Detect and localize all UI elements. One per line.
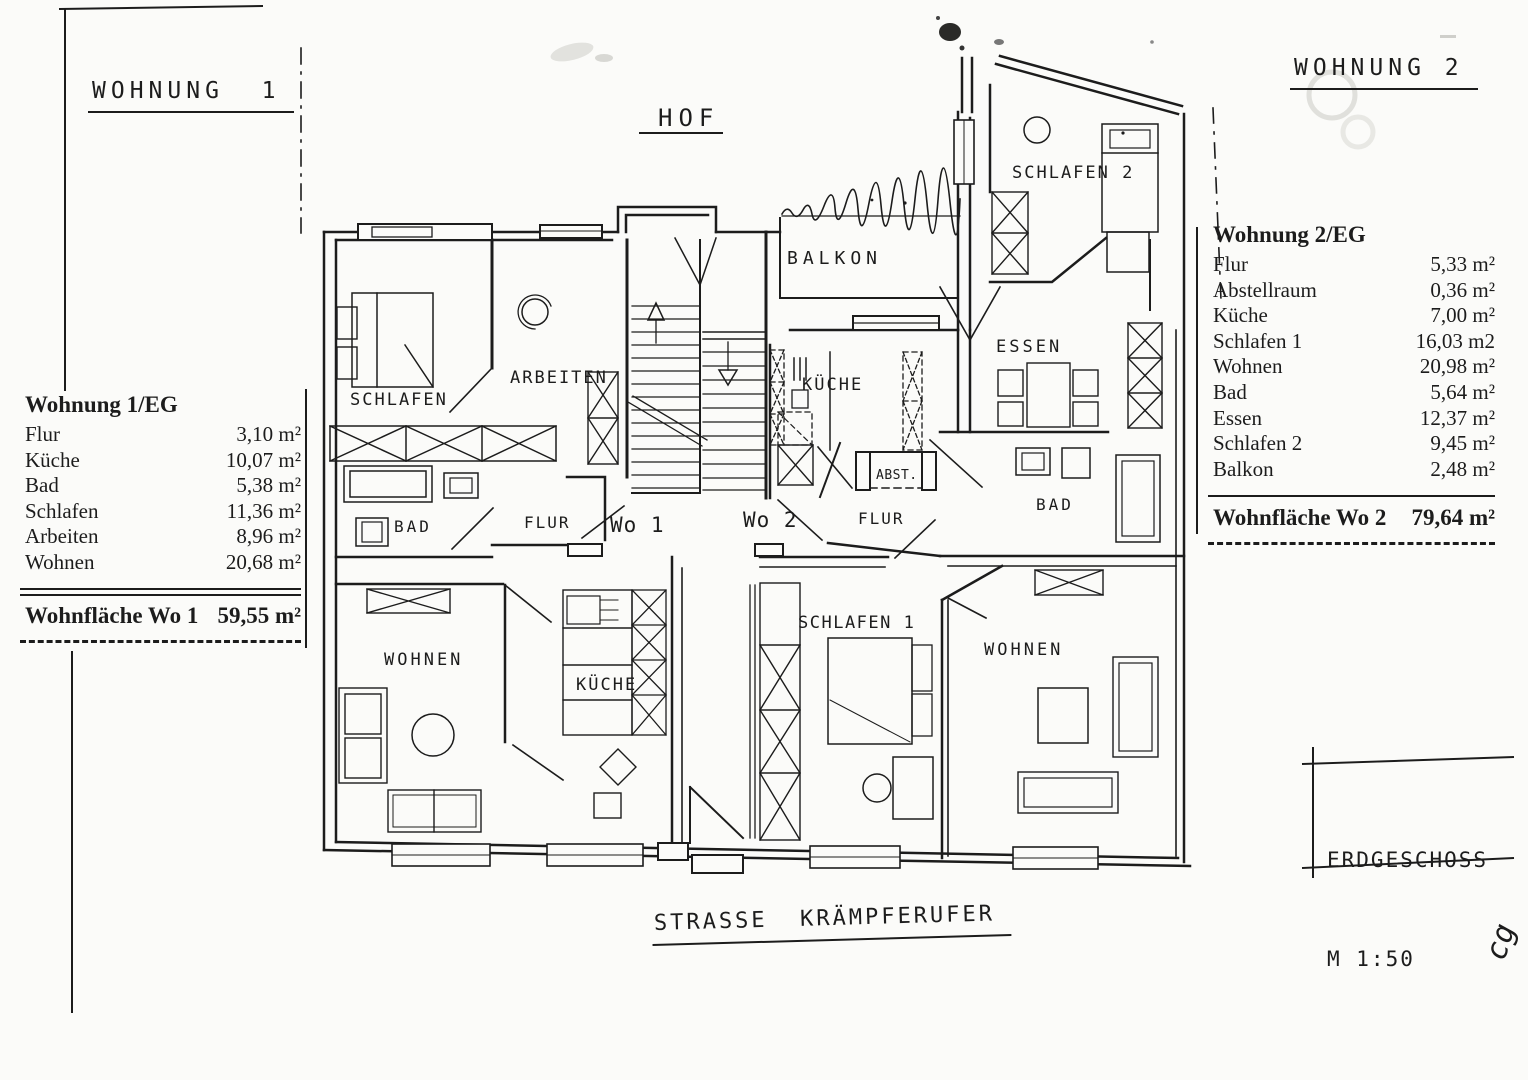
wohnung2-heading: WOHNUNG 2	[1290, 55, 1478, 90]
bed-schlafen1	[827, 637, 933, 745]
label-bad-w1: BAD	[394, 517, 432, 536]
w2-bad-room	[928, 438, 1161, 543]
label-wohnen-w1: WOHNEN	[384, 650, 463, 670]
single-rule	[1208, 495, 1495, 498]
label-wohnen-w2: WOHNEN	[984, 640, 1063, 660]
w2-total-row: Wohnfläche Wo 2 79,64 m²	[1213, 505, 1495, 531]
label-schlafen-w1: SCHLAFEN	[350, 390, 448, 410]
table-schlafen2	[1023, 116, 1051, 144]
kitchen-shaft-w2	[769, 349, 785, 446]
w2-kueche-room	[768, 315, 960, 500]
w1-wohnen-room	[338, 583, 553, 833]
double-rule	[20, 587, 301, 596]
bottom-windows	[391, 843, 1099, 870]
sideboard-wohnen-w2	[1017, 771, 1119, 814]
wohnung1-heading: WOHNUNG 1	[88, 78, 295, 113]
label-bad-w2: BAD	[1036, 495, 1074, 514]
w2-schlafen1-room	[758, 518, 937, 841]
titleblock-floor: ERDGESCHOSS	[1327, 848, 1489, 872]
page-border-lines	[58, 4, 1222, 1013]
label-abst: ABST.	[876, 468, 918, 483]
balcony-outline	[779, 131, 1125, 299]
label-essen: ESSEN	[996, 337, 1062, 357]
w2-wohnen-room	[938, 554, 1186, 860]
bed-w1	[351, 292, 435, 389]
wardrobe-arbeiten	[587, 371, 619, 465]
kitchen-cabinets-hatched-w1	[631, 589, 667, 736]
sofa-w1	[338, 687, 388, 784]
label-wo2: Wo 2	[743, 508, 798, 532]
w1-table-title: Wohnung 1/EG	[25, 392, 178, 417]
table-wohnen-w2	[1037, 687, 1089, 744]
w1-kueche-room	[511, 589, 667, 819]
between-apartments-shaft	[657, 555, 756, 874]
kitchen-counter-w1	[562, 589, 633, 736]
wardrobe-essen	[1127, 322, 1163, 429]
wardrobe-wohnen-w1	[366, 588, 451, 614]
dashed-rule	[1208, 542, 1495, 546]
sofa-wohnen-w2	[1112, 656, 1159, 758]
label-flur-w1: FLUR	[524, 513, 571, 532]
w1-flur-wardrobe-row	[329, 425, 557, 462]
kitchen-table-w1	[599, 748, 637, 786]
wardrobe-vestibule	[777, 444, 814, 486]
titleblock-scale: M 1:50	[1327, 947, 1415, 971]
w1-schlafen-room	[336, 223, 494, 414]
label-schlafen2: SCHLAFEN 2	[1012, 163, 1134, 183]
sideboard-w1	[387, 789, 482, 833]
bathtub-w2	[1115, 454, 1161, 543]
label-kueche-w2: KÜCHE	[802, 373, 863, 395]
label-schlafen1: SCHLAFEN 1	[798, 613, 915, 633]
dining-set	[997, 362, 1099, 428]
bathtub-w1	[343, 465, 433, 503]
w1-bad-room	[334, 465, 569, 586]
titleblock-frame	[1301, 747, 1515, 878]
w1-arbeiten-room	[517, 224, 619, 465]
stool-schlafen1	[862, 773, 892, 803]
label-balkon: BALKON	[787, 248, 882, 269]
round-table-w1	[411, 713, 455, 757]
wardrobe-schlafen2	[991, 191, 1029, 275]
w2-abstellraum	[855, 451, 937, 491]
label-hof: HOF	[658, 104, 719, 132]
w2-table-title: Wohnung 2/EG	[1213, 222, 1366, 247]
wardrobe-schlafen1	[759, 582, 801, 841]
desk-schlafen1	[892, 756, 934, 820]
stairwell	[565, 230, 768, 542]
entrance-doors	[567, 411, 942, 558]
label-flur-w2: FLUR	[858, 509, 905, 528]
w2-schlafen2-room	[953, 83, 1159, 311]
label-wo1: Wo 1	[610, 513, 665, 537]
w2-essen-room	[938, 285, 1163, 434]
dashed-rule	[20, 639, 301, 643]
kitchen-cabinets-w2	[902, 351, 923, 451]
wardrobe-wohnen-w2	[1034, 569, 1104, 596]
label-kueche-w1: KÜCHE	[576, 673, 637, 695]
w1-total-row: Wohnfläche Wo 1 59,55 m²	[25, 602, 301, 628]
titleblock-text: ERDGESCHOSS M 1:50	[1327, 778, 1488, 1042]
label-arbeiten: ARBEITEN	[510, 368, 608, 388]
scan-smudges	[550, 16, 1456, 150]
